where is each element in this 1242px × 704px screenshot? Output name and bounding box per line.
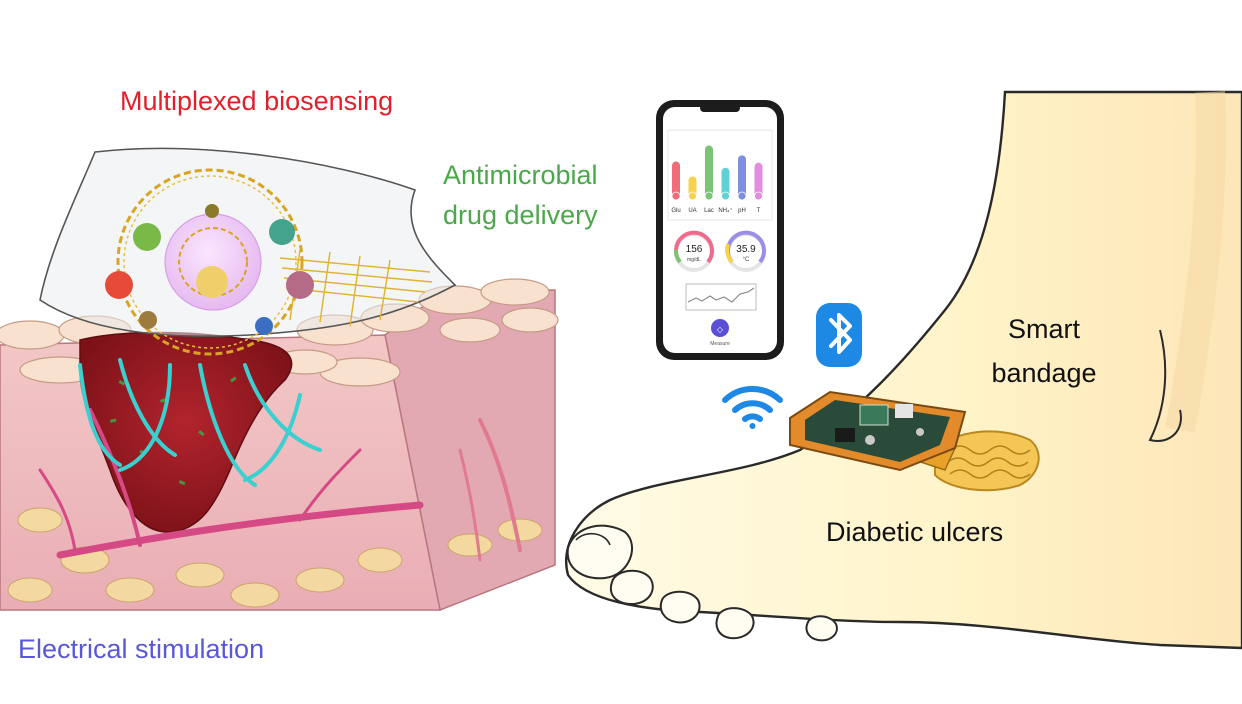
bluetooth-icon	[816, 303, 862, 367]
gauge-temperature-unit: °C	[743, 257, 750, 263]
toe-big	[566, 524, 634, 580]
phone-bar-dot-1	[688, 191, 697, 201]
phone-bar-label-0: Glu	[671, 208, 680, 214]
phone-bar-5	[754, 162, 763, 200]
measure-button-label: Measure	[710, 341, 730, 347]
sensor-electrode-blue	[255, 317, 273, 335]
label-stimulation: Electrical stimulation	[18, 634, 264, 664]
foot-illustration	[565, 90, 1242, 650]
label-smart-line1: Smart	[1008, 314, 1081, 344]
skin-tissue-block	[0, 278, 559, 612]
phone-bar-dot-4	[737, 191, 747, 201]
gauge-temperature: 35.9 °C	[725, 230, 766, 272]
sensor-electrode-brown	[139, 311, 157, 329]
wifi-icon	[722, 386, 783, 429]
toe-3	[659, 590, 701, 624]
wound	[79, 331, 293, 533]
gauge-glucose-value: 156	[686, 244, 703, 255]
sensor-electrode-red	[105, 271, 133, 299]
label-drug-line2: drug delivery	[443, 200, 598, 230]
measure-button-icon[interactable]	[711, 319, 729, 337]
phone-bar-label-4: pH	[738, 208, 746, 214]
sensor-electrode-teal	[269, 219, 295, 245]
label-ulcers: Diabetic ulcers	[826, 517, 1003, 547]
phone-bar-dot-5	[754, 191, 763, 201]
phone-bar-dot-3	[721, 191, 730, 201]
phone-bar-chart: Glu UA Lac NH₄⁺ pH T	[671, 145, 763, 214]
label-drug-line1: Antimicrobial	[443, 160, 598, 190]
phone-bar-0	[672, 161, 680, 200]
gauge-glucose-unit: mg/dL	[687, 257, 701, 263]
phone-bar-2	[705, 145, 713, 200]
sensor-electrode-small-top	[205, 204, 219, 218]
sensor-electrode-purple	[286, 271, 314, 299]
toe-5	[805, 615, 838, 642]
phone-bar-label-1: UA	[688, 208, 696, 214]
svg-text:◇: ◇	[717, 325, 724, 334]
phone-bar-dot-0	[671, 191, 681, 201]
phone-bar-label-2: Lac	[704, 208, 714, 214]
sensor-electrode-green	[133, 223, 161, 251]
toe-2	[610, 569, 654, 606]
smart-bandage-device	[789, 390, 1040, 492]
sensor-electrode-center	[196, 266, 228, 298]
phone-bar-label-5: T	[757, 208, 761, 214]
phone-bar-label-3: NH₄⁺	[718, 207, 732, 214]
gauge-temperature-value: 35.9	[736, 244, 756, 255]
toe-4	[715, 607, 755, 640]
gauge-glucose: 156 mg/dL	[674, 230, 714, 272]
label-smart-line2: bandage	[991, 358, 1096, 388]
phone-bar-4	[738, 155, 746, 200]
phone-bar-dot-2	[704, 191, 714, 201]
phone-bar-3	[721, 167, 730, 200]
sensor-patch	[39, 147, 457, 356]
phone-line-graph	[687, 287, 755, 303]
label-biosensing: Multiplexed biosensing	[120, 86, 393, 116]
smartphone: Glu UA Lac NH₄⁺ pH T 156 mg/dL 35.9 °C ◇ Meas…	[656, 100, 784, 360]
